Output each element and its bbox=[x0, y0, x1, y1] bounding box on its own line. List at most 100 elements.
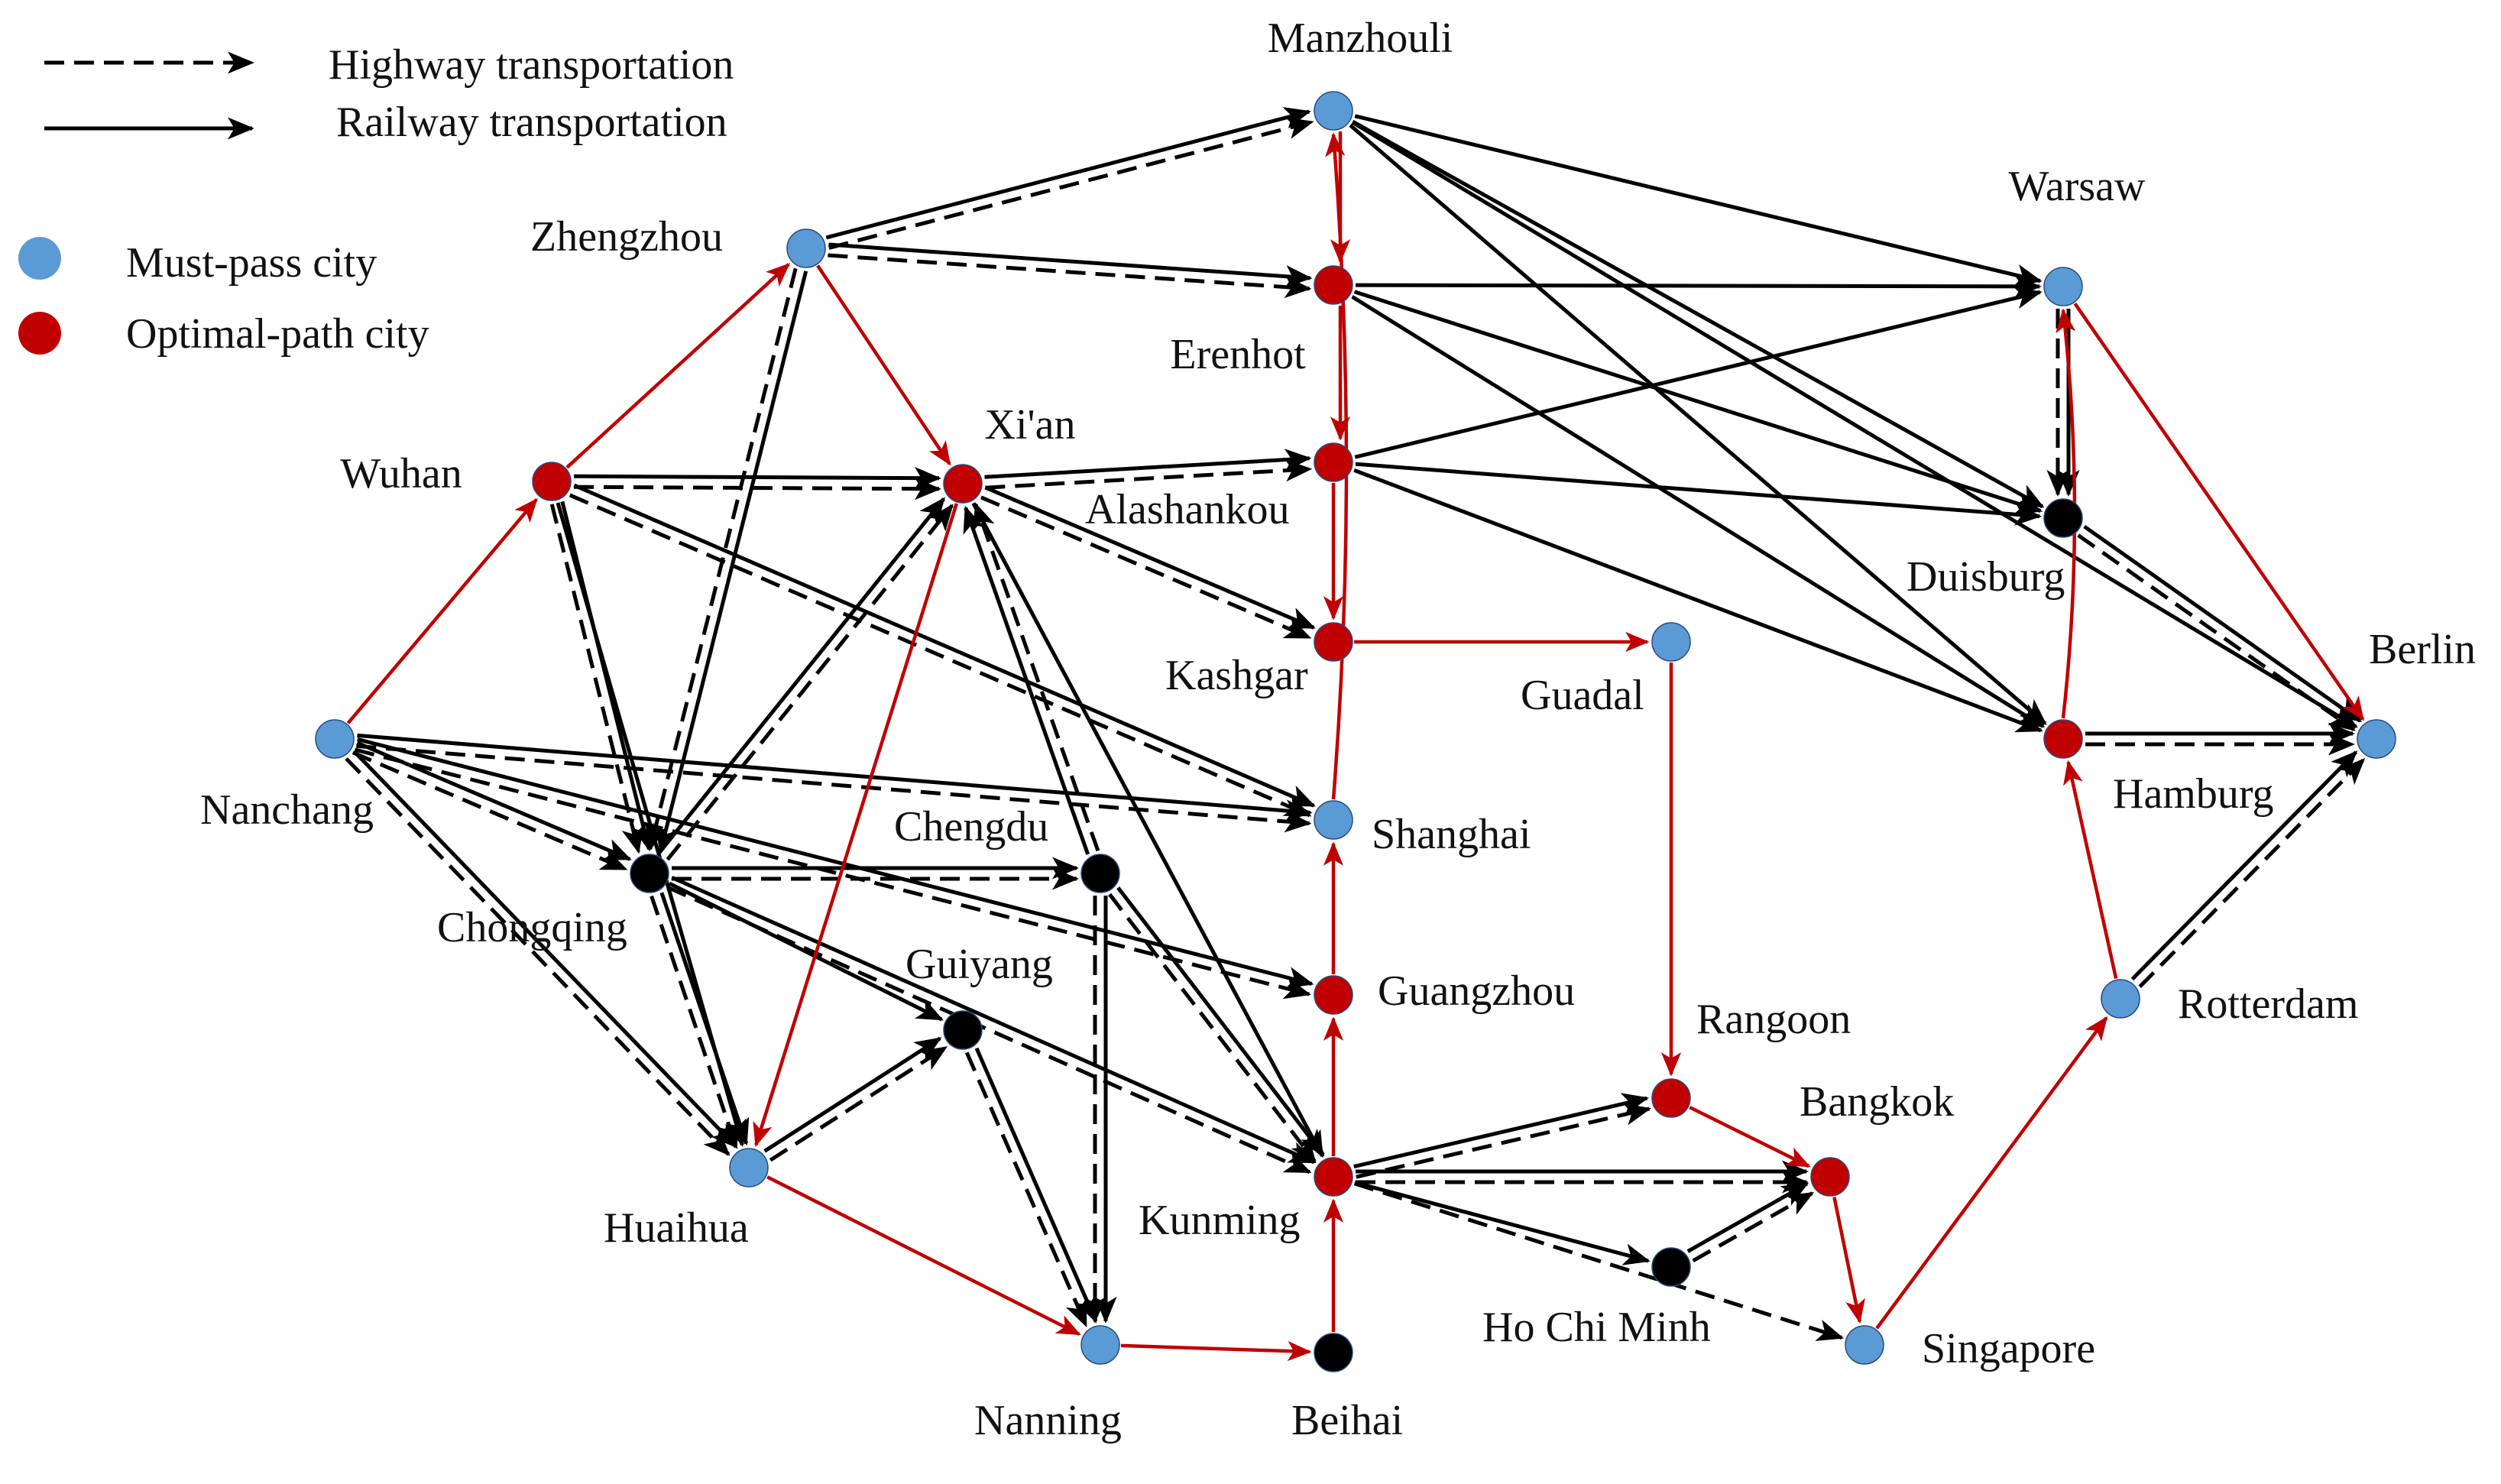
city-label-kashgar: Kashgar bbox=[1165, 652, 1308, 699]
railway-edge-chongqing-huaihua bbox=[659, 892, 750, 1146]
city-node-shanghai bbox=[1314, 800, 1353, 840]
railway-edge-alashankou-hamburg bbox=[1353, 468, 2043, 733]
highway-edge-chengdu-xian bbox=[973, 502, 1100, 852]
highway-edge-duisburg-berlin bbox=[2077, 533, 2356, 731]
city-label-rangoon: Rangoon bbox=[1696, 996, 1851, 1043]
city-node-huaihua bbox=[729, 1148, 769, 1188]
city-node-chengdu bbox=[1080, 854, 1120, 893]
city-node-berlin bbox=[2357, 719, 2396, 759]
railway-edge-zhengzhou-erenhot bbox=[828, 242, 1313, 288]
legend-optimal-path-dot bbox=[18, 312, 61, 355]
route-edge-rotterdam-hamburg bbox=[2063, 760, 2118, 980]
railway-edge-chongqing-kunming bbox=[671, 876, 1317, 1165]
route-edge-nanchang-wuhan bbox=[346, 497, 538, 724]
railway-edge-erenhot-duisburg bbox=[1353, 290, 2043, 514]
city-label-xian: Xi'an bbox=[985, 401, 1076, 449]
city-node-bangkok bbox=[1810, 1157, 1850, 1197]
railway-edge-nanchang-huaihua bbox=[352, 750, 738, 1149]
city-node-rangoon bbox=[1651, 1078, 1691, 1118]
railway-edge-xian-kunming bbox=[971, 502, 1324, 1158]
railway-edge-alashankou-warsaw bbox=[1354, 287, 2043, 459]
city-node-hamburg bbox=[2043, 719, 2083, 759]
legend-railway-label: Railway transportation bbox=[336, 99, 727, 146]
railway-edge-huaihua-guiyang bbox=[763, 1036, 942, 1153]
highway-edge-kunming-rangoon bbox=[1356, 1103, 1652, 1179]
city-label-wuhan: Wuhan bbox=[340, 450, 462, 497]
edge-layer bbox=[345, 107, 2366, 1341]
railway-edge-manzhouli-hamburg bbox=[1349, 124, 2047, 725]
city-label-manzhouli: Manzhouli bbox=[1268, 15, 1453, 62]
route-edge-rangoon-bangkok bbox=[1689, 1105, 1811, 1168]
city-node-manzhouli bbox=[1314, 91, 1353, 131]
highway-edge-xian-alashankou bbox=[985, 459, 1313, 490]
city-label-warsaw: Warsaw bbox=[2009, 163, 2146, 210]
city-label-kunming: Kunming bbox=[1139, 1197, 1301, 1244]
legend-must-pass-label: Must-pass city bbox=[126, 239, 377, 287]
route-edge-singapore-rotterdam bbox=[1875, 1016, 2108, 1330]
city-node-rotterdam bbox=[2101, 979, 2140, 1019]
railway-edge-rotterdam-berlin bbox=[2130, 750, 2358, 981]
city-node-kunming bbox=[1314, 1157, 1353, 1197]
highway-edge-zhengzhou-manzhouli bbox=[828, 117, 1314, 250]
city-label-guangzhou: Guangzhou bbox=[1378, 967, 1575, 1015]
railway-edge-manzhouli-warsaw bbox=[1354, 114, 2043, 287]
city-node-xian bbox=[943, 464, 983, 504]
railway-edge-chengdu-kunming bbox=[1116, 886, 1325, 1157]
legend: Highway transportation Railway transport… bbox=[18, 41, 734, 358]
route-edge-wuhan-zhengzhou bbox=[565, 263, 791, 469]
highway-edge-wuhan-chongqing bbox=[549, 504, 644, 854]
railway-edge-duisburg-berlin bbox=[2083, 524, 2363, 723]
railway-edge-manzhouli-berlin bbox=[1351, 120, 2358, 729]
city-label-bangkok: Bangkok bbox=[1800, 1078, 1954, 1126]
highway-edge-zhengzhou-erenhot bbox=[828, 253, 1312, 299]
city-node-nanchang bbox=[315, 719, 355, 759]
city-label-nanning: Nanning bbox=[974, 1397, 1122, 1444]
city-node-chongqing bbox=[630, 854, 669, 893]
legend-optimal-path-label: Optimal-path city bbox=[126, 310, 429, 358]
railway-edge-alashankou-duisburg bbox=[1355, 462, 2043, 526]
railway-edge-chongqing-guiyang bbox=[668, 881, 944, 1022]
highway-edge-kunming-singapore bbox=[1353, 1181, 1845, 1341]
highway-edge-nanchang-shanghai bbox=[356, 744, 1312, 833]
highway-edge-huaihua-guiyang bbox=[769, 1045, 948, 1162]
city-label-duisburg: Duisburg bbox=[1907, 553, 2065, 601]
highway-edge-wuhan-shanghai bbox=[569, 493, 1312, 818]
city-node-wuhan bbox=[532, 462, 572, 501]
city-label-chongqing: Chongqing bbox=[437, 904, 627, 951]
city-label-rotterdam: Rotterdam bbox=[2178, 980, 2358, 1028]
city-label-berlin: Berlin bbox=[2369, 626, 2476, 673]
city-label-hamburg: Hamburg bbox=[2113, 770, 2274, 818]
railway-edge-kunming-hochiminh bbox=[1354, 1181, 1651, 1265]
city-label-singapore: Singapore bbox=[1922, 1325, 2095, 1372]
railway-edge-guiyang-nanning bbox=[974, 1047, 1098, 1324]
railway-edge-wuhan-xian bbox=[573, 467, 941, 490]
railway-edge-chongqing-xian bbox=[657, 497, 946, 854]
city-node-guadal bbox=[1651, 622, 1691, 662]
route-edge-warsaw-berlin bbox=[2073, 302, 2365, 721]
highway-edge-chengdu-kunming bbox=[1108, 893, 1317, 1164]
city-label-layer: ManzhouliZhengzhouErenhotWarsawWuhanXi'a… bbox=[200, 15, 2476, 1444]
city-node-alashankou bbox=[1314, 442, 1353, 482]
railway-edge-erenhot-warsaw bbox=[1355, 275, 2042, 298]
route-edge-bangkok-singapore bbox=[1832, 1197, 1865, 1324]
city-node-singapore bbox=[1845, 1325, 1884, 1365]
city-node-zhengzhou bbox=[786, 228, 826, 268]
highway-edge-nanchang-chongqing bbox=[352, 750, 628, 871]
city-node-guiyang bbox=[943, 1010, 983, 1050]
city-label-zhengzhou: Zhengzhou bbox=[530, 213, 723, 261]
railway-edge-chengdu-xian bbox=[963, 505, 1090, 855]
city-node-layer bbox=[315, 91, 2396, 1372]
highway-edge-chongqing-huaihua bbox=[650, 895, 740, 1149]
city-label-beihai: Beihai bbox=[1291, 1397, 1403, 1444]
highway-edge-rotterdam-berlin bbox=[2138, 757, 2366, 989]
railway-edge-erenhot-hamburg bbox=[1351, 295, 2046, 728]
city-node-erenhot bbox=[1314, 265, 1353, 305]
legend-must-pass-dot bbox=[18, 237, 61, 280]
route-edge-xian-huaihua bbox=[753, 503, 959, 1147]
city-node-warsaw bbox=[2043, 267, 2083, 306]
highway-edge-nanchang-huaihua bbox=[345, 757, 731, 1156]
railway-edge-xian-kashgar bbox=[984, 485, 1316, 630]
city-node-hochiminh bbox=[1651, 1247, 1691, 1287]
city-node-beihai bbox=[1314, 1333, 1353, 1372]
